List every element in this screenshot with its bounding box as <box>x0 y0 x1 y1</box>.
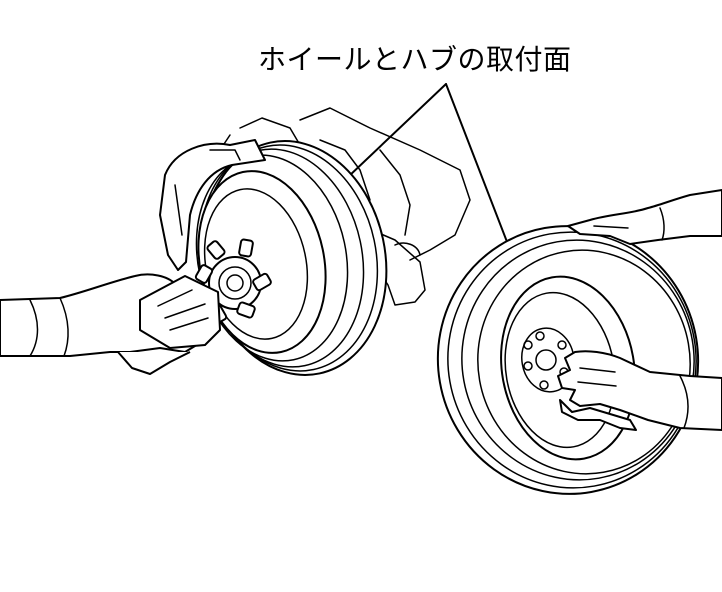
left-hand <box>0 273 221 375</box>
lower-right-hand <box>557 350 722 431</box>
brake-caliper <box>159 139 266 271</box>
chassis-lines <box>219 107 471 306</box>
callout-label: ホイールとハブの取付面 <box>258 43 572 76</box>
upper-right-hand <box>567 189 722 245</box>
wheel-center-bore <box>535 349 557 371</box>
wheel-lug-holes <box>523 331 569 390</box>
